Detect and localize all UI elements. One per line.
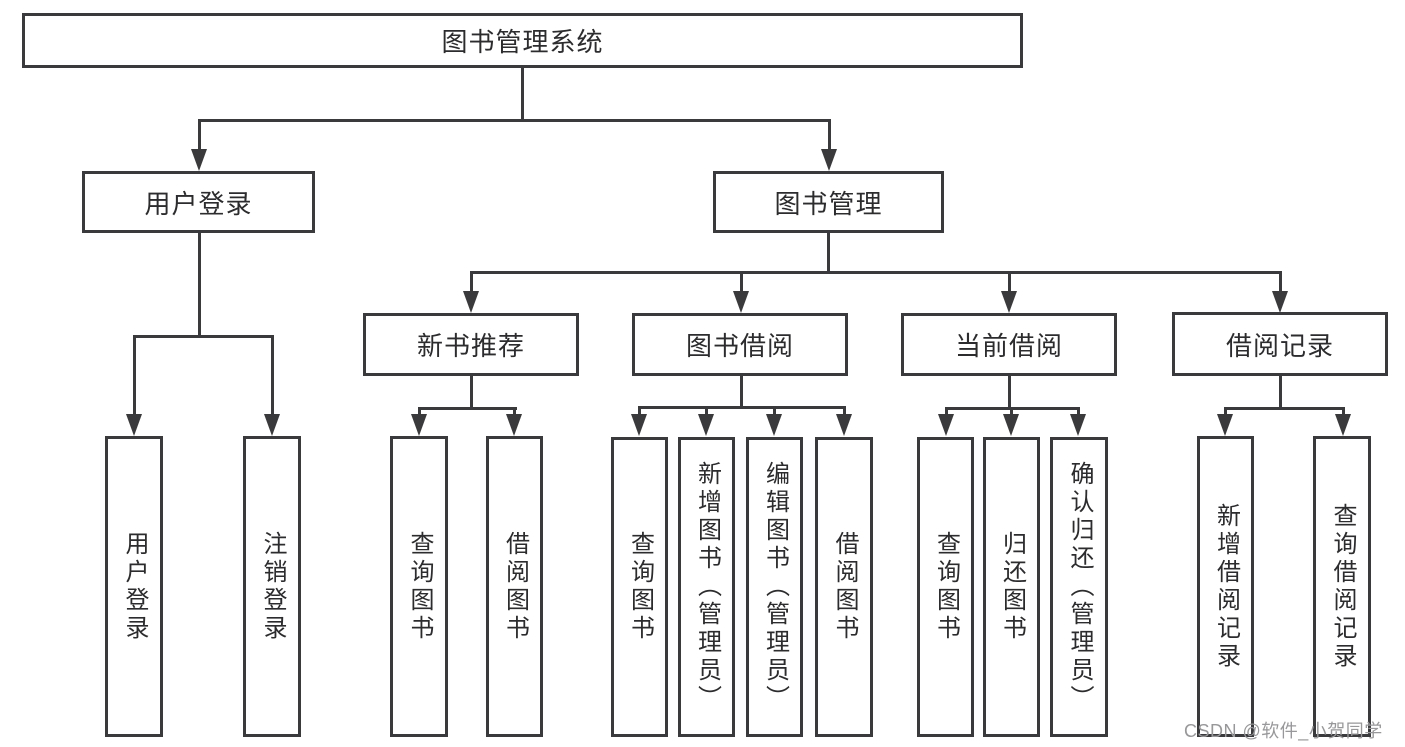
- connector-line: [198, 119, 201, 152]
- arrow-down-icon: [506, 414, 522, 436]
- leaf-add-borrow-record: 新增借阅记录: [1197, 436, 1254, 737]
- connector-line: [1077, 407, 1080, 418]
- connector-line: [1010, 407, 1013, 418]
- arrow-down-icon: [631, 414, 647, 436]
- leaf-label: 新增图书（管理员）: [693, 461, 721, 713]
- connector-line: [1279, 376, 1282, 407]
- connector-line: [470, 271, 473, 295]
- leaf-query-books-1: 查询图书: [390, 436, 448, 737]
- arrow-down-icon: [733, 291, 749, 313]
- connector-line: [740, 271, 743, 295]
- connector-line: [418, 407, 421, 418]
- leaf-add-book-admin: 新增图书（管理员）: [678, 437, 735, 737]
- leaf-label: 查询图书: [406, 530, 433, 643]
- node-borrow-records: 借阅记录: [1172, 312, 1388, 376]
- leaf-label: 查询借阅记录: [1329, 502, 1356, 671]
- arrow-down-icon: [1070, 414, 1086, 436]
- node-user-login-label: 用户登录: [144, 188, 253, 219]
- connector-line: [740, 376, 743, 406]
- arrow-down-icon: [411, 414, 427, 436]
- arrow-down-icon: [821, 149, 837, 171]
- connector-line: [773, 406, 776, 418]
- leaf-user-login: 用户登录: [105, 436, 163, 737]
- leaf-borrow-books-1: 借阅图书: [486, 436, 543, 737]
- arrow-down-icon: [836, 414, 852, 436]
- arrow-down-icon: [264, 414, 280, 436]
- connector-line: [470, 376, 473, 407]
- csdn-watermark: CSDN @软件_小贺同学: [1184, 721, 1383, 741]
- connector-line: [1008, 376, 1011, 407]
- arrow-down-icon: [938, 414, 954, 436]
- leaf-label: 编辑图书（管理员）: [761, 461, 789, 713]
- leaf-label: 归还图书: [998, 531, 1026, 643]
- leaf-query-books-3: 查询图书: [917, 437, 974, 737]
- node-root: 图书管理系统: [22, 13, 1023, 68]
- node-new-book-recommend-label: 新书推荐: [416, 331, 525, 361]
- connector-line: [521, 68, 524, 119]
- connector-line: [1224, 407, 1345, 410]
- arrow-down-icon: [766, 414, 782, 436]
- leaf-label: 借阅图书: [831, 531, 858, 643]
- leaf-logout: 注销登录: [243, 436, 301, 737]
- connector-line: [133, 335, 136, 416]
- connector-line: [198, 119, 831, 122]
- node-current-borrow-label: 当前借阅: [954, 331, 1063, 361]
- node-user-login: 用户登录: [82, 171, 315, 233]
- connector-line: [843, 406, 846, 418]
- node-book-borrow-label: 图书借阅: [685, 331, 794, 361]
- connector-line: [1342, 407, 1345, 418]
- node-book-borrow: 图书借阅: [632, 313, 848, 376]
- connector-line: [271, 335, 274, 416]
- arrow-down-icon: [1272, 291, 1288, 313]
- node-book-management: 图书管理: [713, 171, 944, 233]
- leaf-confirm-return-admin: 确认归还（管理员）: [1050, 437, 1108, 737]
- connector-line: [1008, 271, 1011, 295]
- arrow-down-icon: [463, 291, 479, 313]
- arrow-down-icon: [1217, 414, 1233, 436]
- leaf-label: 注销登录: [259, 530, 286, 643]
- node-root-label: 图书管理系统: [441, 27, 604, 57]
- node-book-management-label: 图书管理: [774, 188, 883, 219]
- connector-line: [198, 233, 201, 335]
- connector-line: [470, 271, 1282, 274]
- arrow-down-icon: [191, 149, 207, 171]
- arrow-down-icon: [1001, 291, 1017, 313]
- leaf-query-books-2: 查询图书: [611, 437, 668, 737]
- leaf-label: 查询图书: [626, 531, 654, 643]
- leaf-borrow-books-2: 借阅图书: [815, 437, 873, 737]
- leaf-label: 新增借阅记录: [1212, 502, 1240, 671]
- node-borrow-records-label: 借阅记录: [1225, 330, 1334, 361]
- leaf-label: 确认归还（管理员）: [1066, 461, 1093, 713]
- leaf-return-books: 归还图书: [983, 437, 1040, 737]
- connector-line: [133, 335, 274, 338]
- connector-line: [638, 406, 845, 409]
- connector-line: [945, 407, 948, 418]
- connector-line: [638, 406, 641, 418]
- arrow-down-icon: [698, 414, 714, 436]
- connector-line: [705, 406, 708, 418]
- arrow-down-icon: [1003, 414, 1019, 436]
- connector-line: [513, 407, 516, 418]
- connector-line: [828, 119, 831, 152]
- connector-line: [418, 407, 517, 410]
- leaf-edit-book-admin: 编辑图书（管理员）: [746, 437, 803, 737]
- arrow-down-icon: [126, 414, 142, 436]
- leaf-label: 查询图书: [932, 531, 960, 643]
- connector-line: [827, 233, 830, 271]
- leaf-label: 借阅图书: [501, 530, 529, 643]
- connector-line: [1224, 407, 1227, 418]
- node-new-book-recommend: 新书推荐: [363, 313, 579, 376]
- leaf-label: 用户登录: [121, 530, 148, 643]
- arrow-down-icon: [1335, 414, 1351, 436]
- node-current-borrow: 当前借阅: [901, 313, 1117, 376]
- leaf-query-borrow-record: 查询借阅记录: [1313, 436, 1371, 737]
- connector-line: [1279, 271, 1282, 295]
